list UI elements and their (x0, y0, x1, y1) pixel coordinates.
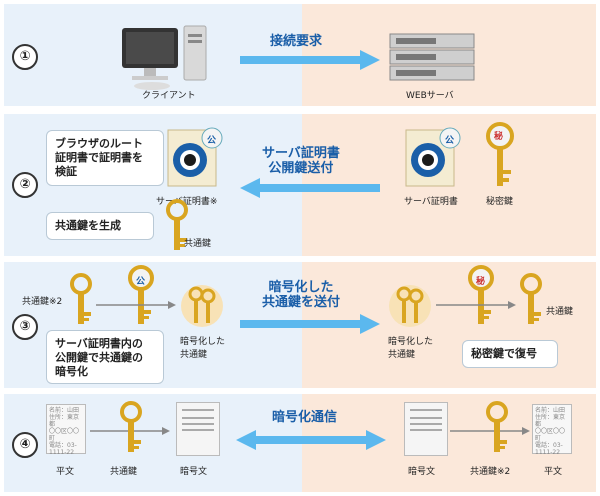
connect-arrow (240, 50, 380, 70)
computer-icon (122, 25, 207, 90)
certificate-icon (405, 127, 461, 187)
decrypt-flow-arrow (436, 301, 516, 309)
common-key-icon (166, 199, 188, 250)
encrypt-key-box: サーバ証明書内の 公開鍵で共通鍵の 暗号化 (46, 330, 164, 384)
encrypted-right-label: 暗号化した 共通鍵 (388, 337, 434, 360)
encrypted-left-label: 暗号化した 共通鍵 (180, 337, 226, 360)
step-3-row: ③ 共通鍵※2 公 暗号化した 共通鍵 サーバ証明書内の 公開鍵で共通鍵の 暗号… (4, 262, 596, 388)
common-key-right-label: 共通鍵 (546, 307, 574, 317)
key-right-label: 共通鍵※2 (470, 467, 511, 477)
cipher-right-label: 暗号文 (408, 467, 436, 477)
server-label: WEBサーバ (406, 91, 454, 101)
cert-left-label: サーバ証明書※ (156, 197, 218, 207)
client-label: クライアント (142, 91, 196, 101)
encrypted-key-icon (389, 285, 431, 327)
step-4-row: ④ 名前：山田 住所：東京都 〇〇区〇〇町 電話：03- 1111-22 平文 … (4, 394, 596, 492)
private-key-icon (468, 265, 494, 324)
generate-key-box: 共通鍵を生成 (46, 212, 154, 240)
ciphertext-doc (404, 402, 448, 456)
secret-badge: 秘 (476, 277, 486, 287)
secret-badge: 秘 (494, 132, 504, 142)
decrypt-box: 秘密鍵で復号 (462, 340, 558, 368)
private-key-label: 秘密鍵 (486, 197, 514, 207)
common-key-icon (486, 401, 508, 452)
common-key-label: 共通鍵 (184, 239, 212, 249)
public-badge: 公 (136, 277, 146, 287)
public-badge: 公 (445, 136, 455, 146)
plaintext-doc: 名前：山田 住所：東京都 〇〇区〇〇町 電話：03- 1111-22 (46, 404, 86, 456)
cipher-left-label: 暗号文 (180, 467, 208, 477)
step-number: ① (12, 44, 38, 70)
encrypted-key-icon (181, 285, 223, 327)
encrypted-comm-arrow (236, 430, 386, 450)
connect-arrow-label: 接続要求 (270, 34, 323, 49)
common-key-icon (120, 401, 142, 452)
common-key-icon (70, 273, 92, 324)
send-cert-arrow-label: サーバ証明書 公開鍵送付 (262, 146, 340, 176)
step-2-row: ② ブラウザのルート 証明書で証明書を 検証 公 サーバ証明書※ サーバ証明書 … (4, 114, 596, 256)
encrypted-comm-arrow-label: 暗号化通信 (272, 410, 338, 425)
step-1-row: ① クライアント 接続要求 WEBサーバ (4, 4, 596, 106)
send-encrypted-key-arrow-label: 暗号化した 共通鍵を送付 (262, 280, 341, 310)
plaintext-doc: 名前：山田 住所：東京都 〇〇区〇〇町 電話：03- 1111-22 (532, 404, 572, 456)
common-key2-label: 共通鍵※2 (22, 297, 63, 307)
plain-left-label: 平文 (56, 467, 75, 477)
step-number: ④ (12, 432, 38, 458)
public-badge: 公 (207, 136, 217, 146)
flow-arrow (90, 427, 170, 435)
ciphertext-doc (176, 402, 220, 456)
flow-arrow (450, 427, 530, 435)
certificate-icon (167, 127, 223, 187)
step-number: ② (12, 172, 38, 198)
send-cert-arrow (240, 178, 380, 198)
doc-text: 名前：山田 住所：東京都 〇〇区〇〇町 電話：03- 1111-22 (535, 407, 566, 456)
encrypt-flow-arrow (96, 301, 176, 309)
private-key-icon (486, 122, 514, 186)
doc-text: 名前：山田 住所：東京都 〇〇区〇〇町 電話：03- 1111-22 (49, 407, 80, 456)
verify-cert-box: ブラウザのルート 証明書で証明書を 検証 (46, 130, 164, 186)
common-key-icon (520, 273, 542, 324)
cert-right-label: サーバ証明書 (404, 197, 458, 207)
send-encrypted-key-arrow (240, 314, 380, 334)
server-rack-icon (389, 33, 475, 81)
step-number: ③ (12, 314, 38, 340)
public-key-icon (128, 265, 154, 324)
key-left-label: 共通鍵 (110, 467, 138, 477)
plain-right-label: 平文 (544, 467, 563, 477)
